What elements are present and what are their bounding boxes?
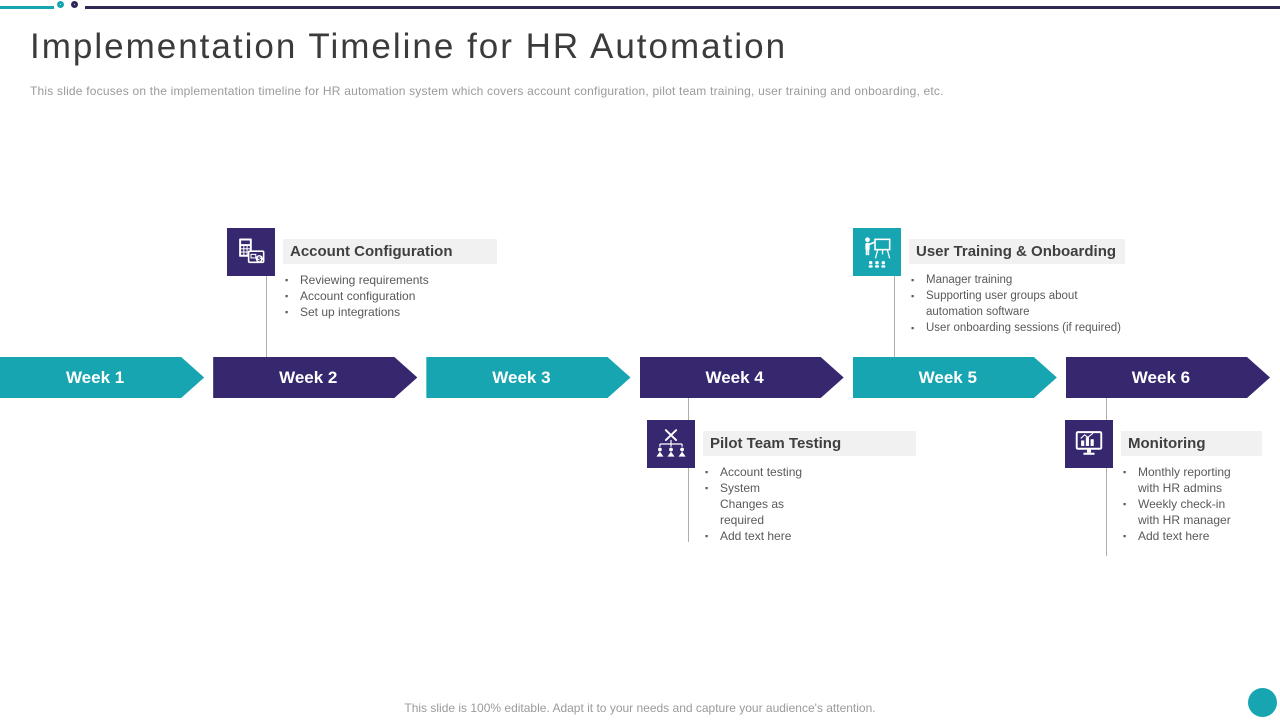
week-label: Week 3	[492, 367, 551, 387]
callout-pilot-team-testing: Pilot Team Testing Account testing Syste…	[647, 420, 916, 544]
callout-title: User Training & Onboarding	[909, 239, 1125, 264]
callout-title: Monitoring	[1121, 431, 1262, 456]
week-arrow-1: Week 1	[0, 357, 204, 398]
bullet-item: Add text here	[703, 528, 807, 544]
top-accent-line-teal	[0, 6, 54, 9]
top-accent-line-purple	[85, 6, 1280, 9]
monitor-chart-icon	[1065, 420, 1113, 468]
corner-dot-icon	[1248, 688, 1277, 717]
bullet-item: Reviewing requirements	[283, 272, 503, 288]
week-label: Week 2	[279, 367, 338, 387]
bullet-item: System Changes as required	[703, 480, 807, 528]
callout-title: Pilot Team Testing	[703, 431, 916, 456]
team-hierarchy-tools-icon	[647, 420, 695, 468]
week-label: Week 4	[705, 367, 764, 387]
bullet-item: User onboarding sessions (if required)	[909, 320, 1135, 336]
footer-note: This slide is 100% editable. Adapt it to…	[404, 701, 876, 715]
week-arrow-5: Week 5	[853, 357, 1057, 398]
callout-monitoring: Monitoring Monthly reporting with HR adm…	[1065, 420, 1262, 544]
callout-bullet-list: Manager training Supporting user groups …	[909, 272, 1135, 336]
bullet-item: Manager training	[909, 272, 1135, 288]
page-title: Implementation Timeline for HR Automatio…	[30, 27, 788, 66]
ring-icon	[57, 1, 64, 8]
callout-title: Account Configuration	[283, 239, 497, 264]
page-subtitle: This slide focuses on the implementation…	[30, 84, 944, 98]
trainer-presentation-icon	[853, 228, 901, 276]
callout-bullet-list: Account testing System Changes as requir…	[703, 464, 807, 544]
bullet-item: Monthly reporting with HR admins	[1121, 464, 1243, 496]
bullet-item: Add text here	[1121, 528, 1243, 544]
week-arrow-2: Week 2	[213, 357, 417, 398]
ring-icon	[71, 1, 78, 8]
bullet-item: Weekly check-in with HR manager	[1121, 496, 1243, 528]
callout-bullet-list: Reviewing requirements Account configura…	[283, 272, 503, 320]
connector-line-user-training	[894, 276, 895, 357]
bullet-item: Supporting user groups about automation …	[909, 288, 1135, 320]
callout-user-training-onboarding: User Training & Onboarding Manager train…	[853, 228, 1135, 336]
week-arrow-3: Week 3	[426, 357, 630, 398]
week-label: Week 6	[1131, 367, 1191, 387]
bullet-item: Account configuration	[283, 288, 503, 304]
callout-bullet-list: Monthly reporting with HR admins Weekly …	[1121, 464, 1243, 544]
connector-line-pilot	[688, 398, 689, 542]
week-label: Week 5	[918, 367, 977, 387]
bullet-item: Set up integrations	[283, 304, 503, 320]
callout-account-configuration: $ Account Configuration Reviewing requir…	[227, 228, 503, 320]
svg-text:$: $	[258, 256, 262, 263]
calculator-card-icon: $	[227, 228, 275, 276]
connector-line-account	[266, 276, 267, 357]
bullet-item: Account testing	[703, 464, 807, 480]
week-arrow-6: Week 6	[1066, 357, 1270, 398]
week-arrow-4: Week 4	[640, 357, 844, 398]
week-label: Week 1	[65, 367, 125, 387]
connector-line-monitoring	[1106, 398, 1107, 556]
timeline: Week 1 Week 2 Week 3 Week 4 Week 5 Week …	[0, 357, 1270, 398]
